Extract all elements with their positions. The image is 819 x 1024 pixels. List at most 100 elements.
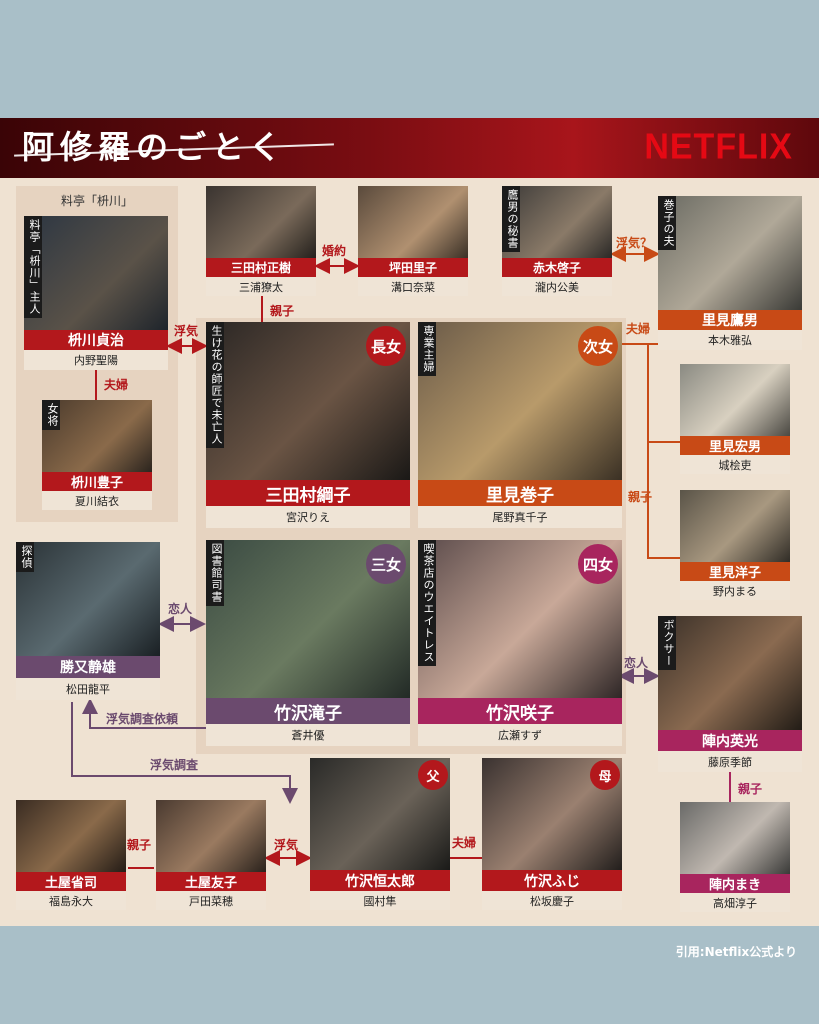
- role-tag: 専業主婦: [418, 322, 436, 376]
- photo-hiroo: [680, 364, 790, 436]
- role-tag: 探偵: [16, 542, 34, 572]
- card-toyoko[interactable]: 女将 枡川豊子 夏川結衣: [42, 400, 152, 510]
- restaurant-group-label: 料亭「枡川」: [60, 194, 133, 208]
- photo-tomoko: [156, 800, 266, 872]
- relation-lines: [71, 246, 731, 869]
- character-name: 竹沢恒太郎: [310, 870, 450, 891]
- parent-badge: 父: [418, 760, 448, 790]
- parent-line-2: [647, 344, 680, 559]
- character-name: 坪田里子: [358, 258, 468, 277]
- role-tag: 図書館司書: [206, 540, 224, 606]
- photo-keiko: [502, 186, 612, 258]
- photo-shoji: [16, 800, 126, 872]
- investigation-label: 浮気調査: [150, 758, 199, 772]
- card-shizuo[interactable]: 探偵 勝又静雄 松田龍平: [16, 542, 160, 700]
- photo-masaki: [206, 186, 316, 258]
- card-yoko[interactable]: 里見洋子 野内まる: [680, 490, 790, 600]
- character-name: 里見宏男: [680, 436, 790, 455]
- photo-maki: [680, 802, 790, 874]
- actor-name: 福島永大: [16, 891, 126, 910]
- actor-name: 本木雅弘: [658, 330, 802, 350]
- photo-hidemitsu: [658, 616, 802, 730]
- affair-label-2: 浮気: [274, 838, 299, 852]
- character-name: 枡川貞治: [24, 330, 168, 350]
- character-name: 土屋友子: [156, 872, 266, 891]
- request-line: [82, 698, 210, 729]
- role-tag: 女将: [42, 400, 60, 430]
- card-satoko[interactable]: 坪田里子 溝口奈菜: [358, 186, 468, 296]
- card-hidemitsu[interactable]: ボクサー 陣内英光 藤原季節: [658, 616, 802, 772]
- character-name: 竹沢滝子: [206, 698, 410, 724]
- affair-q-label: 浮気？: [616, 236, 653, 250]
- role-tag: ボクサー: [658, 616, 676, 670]
- character-name: 里見巻子: [418, 480, 622, 506]
- sister-badge: 三女: [366, 544, 406, 584]
- character-name: 陣内まき: [680, 874, 790, 893]
- actor-name: 松坂慶子: [482, 891, 622, 910]
- sister-badge: 長女: [366, 326, 406, 366]
- parent-badge: 母: [590, 760, 620, 790]
- role-tag: 巻子の夫: [658, 196, 676, 250]
- card-sadaharu[interactable]: 料亭「枡川」主人 枡川貞治 内野聖陽: [24, 216, 168, 370]
- lovers-label-1: 恋人: [168, 602, 193, 616]
- card-shoji[interactable]: 土屋省司 福島永大: [16, 800, 126, 910]
- actor-name: 瀧内公美: [502, 277, 612, 296]
- actor-name: 藤原季節: [658, 751, 802, 772]
- character-name: 里見洋子: [680, 562, 790, 581]
- actor-name: 宮沢りえ: [206, 506, 410, 528]
- lovers-label-2: 恋人: [624, 656, 649, 670]
- couple-label-3: 夫婦: [452, 836, 477, 850]
- character-name: 枡川豊子: [42, 472, 152, 491]
- role-tag: 喫茶店のウエイトレス: [418, 540, 436, 666]
- actor-name: 内野聖陽: [24, 350, 168, 370]
- card-fuji[interactable]: 母 竹沢ふじ 松坂慶子: [482, 758, 622, 910]
- source-credit: 引用:Netflix公式より: [675, 945, 797, 959]
- actor-name: 夏川結衣: [42, 491, 152, 510]
- poster: 阿修羅のごとく NETFLIX 料亭「枡川」: [0, 118, 819, 926]
- card-tsunako[interactable]: 生け花の師匠で未亡人 長女 三田村綱子 宮沢りえ: [206, 322, 410, 528]
- character-name: 竹沢ふじ: [482, 870, 622, 891]
- photo-toyoko: [42, 400, 152, 472]
- actor-name: 國村隼: [310, 891, 450, 910]
- card-masaki[interactable]: 三田村正樹 三浦獠太: [206, 186, 316, 296]
- card-takiko[interactable]: 図書館司書 三女 竹沢滝子 蒼井優: [206, 540, 410, 746]
- character-name: 里見鷹男: [658, 310, 802, 330]
- parent-label-1: 親子: [270, 304, 295, 318]
- netflix-logo: NETFLIX: [644, 127, 793, 167]
- title-banner: 阿修羅のごとく NETFLIX: [0, 118, 819, 178]
- card-maki[interactable]: 陣内まき 高畑淳子: [680, 802, 790, 912]
- photo-satoko: [358, 186, 468, 258]
- parent-label-2: 親子: [628, 490, 653, 504]
- actor-name: 蒼井優: [206, 724, 410, 746]
- couple-label-2: 夫婦: [626, 322, 651, 336]
- actor-name: 松田龍平: [16, 678, 160, 700]
- character-name: 竹沢咲子: [418, 698, 622, 724]
- card-kotaro[interactable]: 父 竹沢恒太郎 國村隼: [310, 758, 450, 910]
- character-name: 三田村綱子: [206, 480, 410, 506]
- role-tag: 生け花の師匠で未亡人: [206, 322, 224, 448]
- photo-shizuo: [16, 542, 160, 656]
- actor-name: 戸田菜穂: [156, 891, 266, 910]
- engaged-label: 婚約: [322, 244, 347, 258]
- couple-label-1: 夫婦: [104, 378, 129, 392]
- card-makiko[interactable]: 専業主婦 次女 里見巻子 尾野真千子: [418, 322, 622, 528]
- character-name: 勝又静雄: [16, 656, 160, 678]
- parent-label-4: 親子: [738, 782, 763, 796]
- character-name: 土屋省司: [16, 872, 126, 891]
- card-keiko[interactable]: 鷹男の秘書 赤木啓子 瀧内公美: [502, 186, 612, 296]
- actor-name: 城桧吏: [680, 455, 790, 474]
- actor-name: 三浦獠太: [206, 277, 316, 296]
- character-name: 陣内英光: [658, 730, 802, 751]
- photo-sadaharu: [24, 216, 168, 330]
- actor-name: 尾野真千子: [418, 506, 622, 528]
- sister-badge: 四女: [578, 544, 618, 584]
- card-sakiko[interactable]: 喫茶店のウエイトレス 四女 竹沢咲子 広瀬すず: [418, 540, 622, 746]
- card-takao[interactable]: 巻子の夫 里見鷹男 本木雅弘: [658, 196, 802, 350]
- investigation-line: [71, 702, 298, 804]
- photo-yoko: [680, 490, 790, 562]
- character-name: 赤木啓子: [502, 258, 612, 277]
- character-name: 三田村正樹: [206, 258, 316, 277]
- actor-name: 野内まる: [680, 581, 790, 600]
- card-hiroo[interactable]: 里見宏男 城桧吏: [680, 364, 790, 474]
- card-tomoko[interactable]: 土屋友子 戸田菜穂: [156, 800, 266, 910]
